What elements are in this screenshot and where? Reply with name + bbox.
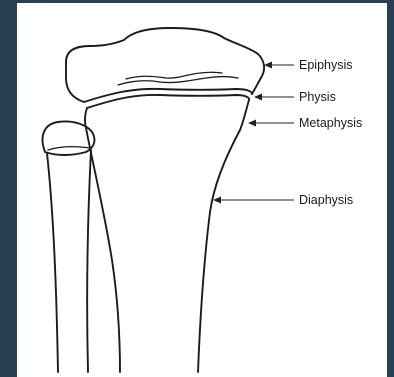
annotation-leaders	[213, 62, 294, 204]
fibula-shaft-left-edge	[47, 153, 58, 372]
metaphysis-arrowhead	[248, 120, 256, 127]
epiphysis-arrowhead	[264, 62, 272, 69]
physis-plate-lower	[87, 95, 249, 108]
physis-arrowhead	[254, 94, 262, 101]
fibula-shaft-right-edge	[87, 150, 91, 372]
diaphysis-arrowhead	[213, 197, 221, 204]
label-diaphysis: Diaphysis	[299, 193, 353, 207]
fibula-head-rim	[48, 147, 90, 150]
fibula-head	[43, 121, 95, 155]
annotation-labels: Epiphysis Physis Metaphysis Diaphysis	[299, 58, 362, 207]
epiphysis-cap	[66, 28, 264, 102]
label-epiphysis: Epiphysis	[299, 58, 353, 72]
metaphysis-right-edge	[198, 100, 249, 372]
label-physis: Physis	[299, 90, 336, 104]
fibula	[43, 121, 95, 372]
metaphysis-left-edge	[85, 108, 120, 372]
label-metaphysis: Metaphysis	[299, 116, 362, 130]
